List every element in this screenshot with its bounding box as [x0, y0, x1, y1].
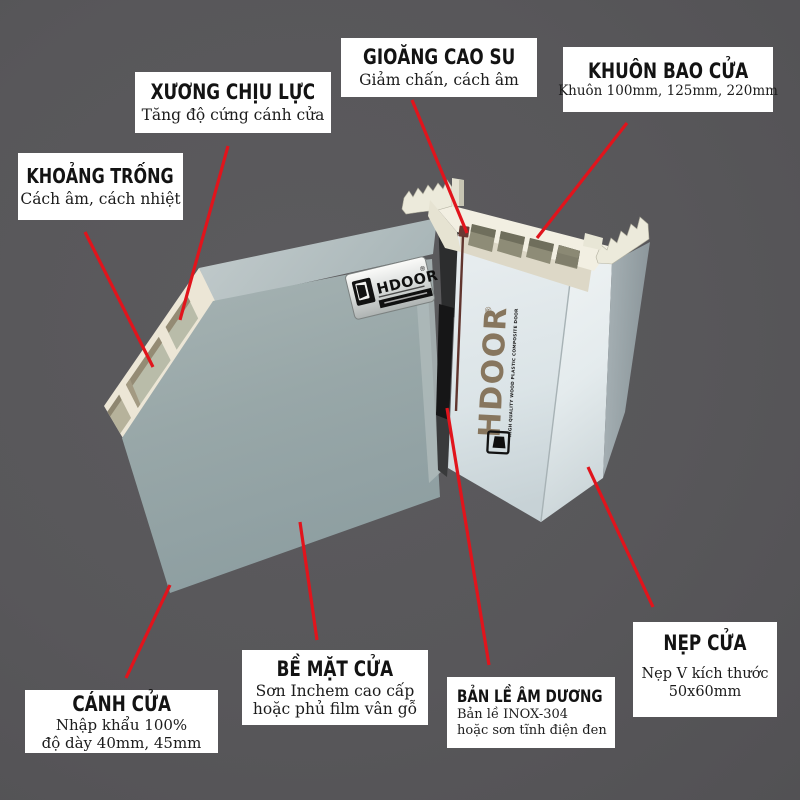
- callout-xuong-chiu-luc: XƯƠNG CHỊU LỰC Tăng độ cứng cánh cửa: [135, 72, 331, 133]
- leader-canh-cua: [124, 584, 172, 679]
- hdoor-badge: HDOOR ®: [345, 256, 440, 320]
- profile-chambers: [468, 224, 580, 269]
- leader-lines: [83, 99, 655, 679]
- door-leaf-front-face: [122, 259, 440, 593]
- callout-title: GIOĂNG CAO SU: [362, 45, 516, 70]
- leader-ban-le: [445, 407, 491, 666]
- callout-subtitle: Nhập khẩu 100%: [55, 716, 188, 735]
- callout-khuon-bao-cua: KHUÔN BAO CỬA Khuôn 100mm, 125mm, 220mm: [558, 47, 778, 112]
- callout-title: BẢN LỀ ÂM DƯƠNG: [457, 686, 603, 707]
- callout-be-mat-cua: BỀ MẶT CỬA Sơn Inchem cao cấp hoặc phủ f…: [242, 650, 428, 725]
- vertical-logo-reg: ®: [484, 306, 494, 315]
- callout-subtitle: hoặc sơn tĩnh điện đen: [457, 722, 607, 738]
- door-leaf-top-edge: [199, 218, 437, 303]
- profile-right-wing: [583, 216, 650, 265]
- frame-v-trim: [541, 257, 612, 522]
- callout-title: XƯƠNG CHỊU LỰC: [150, 80, 316, 105]
- callout-subtitle: Khuôn 100mm, 125mm, 220mm: [558, 83, 778, 100]
- callout-nep-cua: NẸP CỬA Nẹp V kích thước 50x60mm: [633, 622, 777, 717]
- leader-gioang-cao-su: [410, 99, 469, 234]
- leader-xuong-chiu-luc: [178, 145, 230, 321]
- door-leaf: HDOOR ®: [104, 218, 443, 593]
- callout-subtitle: độ dày 40mm, 45mm: [41, 733, 202, 752]
- profile-left-end: [428, 200, 461, 252]
- callout-subtitle: Bản lề INOX-304: [457, 706, 569, 722]
- badge-reg: ®: [419, 264, 427, 273]
- callout-title: KHOẢNG TRỐNG: [26, 164, 175, 189]
- door-leaf-side-edge: [414, 259, 443, 483]
- leader-nep-cua: [586, 466, 655, 608]
- door-frame: HDOOR ® HIGH QUALITY WOOD PLASTIC COMPOS…: [401, 178, 650, 522]
- profile-left-wing: [401, 178, 464, 215]
- callout-canh-cua: CÁNH CỬA Nhập khẩu 100% độ dày 40mm, 45m…: [25, 690, 218, 753]
- callout-subtitle: Cách âm, cách nhiệt: [20, 189, 181, 208]
- frame-side-panel: [603, 242, 650, 478]
- callout-title: NẸP CỬA: [663, 631, 747, 655]
- callout-subtitle: Nẹp V kích thước: [641, 665, 769, 682]
- callout-ban-le-am-duong: BẢN LỀ ÂM DƯƠNG Bản lề INOX-304 hoặc sơn…: [447, 677, 615, 748]
- callout-title: BỀ MẶT CỬA: [276, 656, 394, 681]
- callout-khoang-trong: KHOẢNG TRỐNG Cách âm, cách nhiệt: [18, 153, 183, 220]
- leader-khoang-trong: [83, 231, 155, 368]
- callout-subtitle: Tăng độ cứng cánh cửa: [141, 106, 325, 125]
- callout-subtitle: Sơn Inchem cao cấp: [255, 681, 415, 700]
- callout-title: KHUÔN BAO CỬA: [587, 58, 749, 83]
- leader-khuon-bao-cua: [535, 122, 629, 239]
- hdoor-vertical-logo: HDOOR ® HIGH QUALITY WOOD PLASTIC COMPOS…: [473, 305, 520, 455]
- frame-front-face: [448, 234, 573, 522]
- vertical-logo-door-icon: [486, 430, 511, 455]
- lower-gap-shadow: [436, 412, 451, 477]
- callout-gioang-cao-su: GIOĂNG CAO SU Giảm chấn, cách âm: [341, 38, 537, 97]
- frame-top-profile: [401, 178, 650, 292]
- callout-subtitle: hoặc phủ film vân gỗ: [252, 699, 418, 718]
- callout-subtitle: 50x60mm: [668, 684, 742, 701]
- hinge-strip: [436, 304, 454, 420]
- leader-be-mat-cua: [298, 521, 319, 641]
- callout-title: CÁNH CỬA: [72, 691, 171, 716]
- vertical-logo-brand: HDOOR: [473, 305, 515, 438]
- callout-subtitle: Giảm chấn, cách âm: [359, 71, 519, 90]
